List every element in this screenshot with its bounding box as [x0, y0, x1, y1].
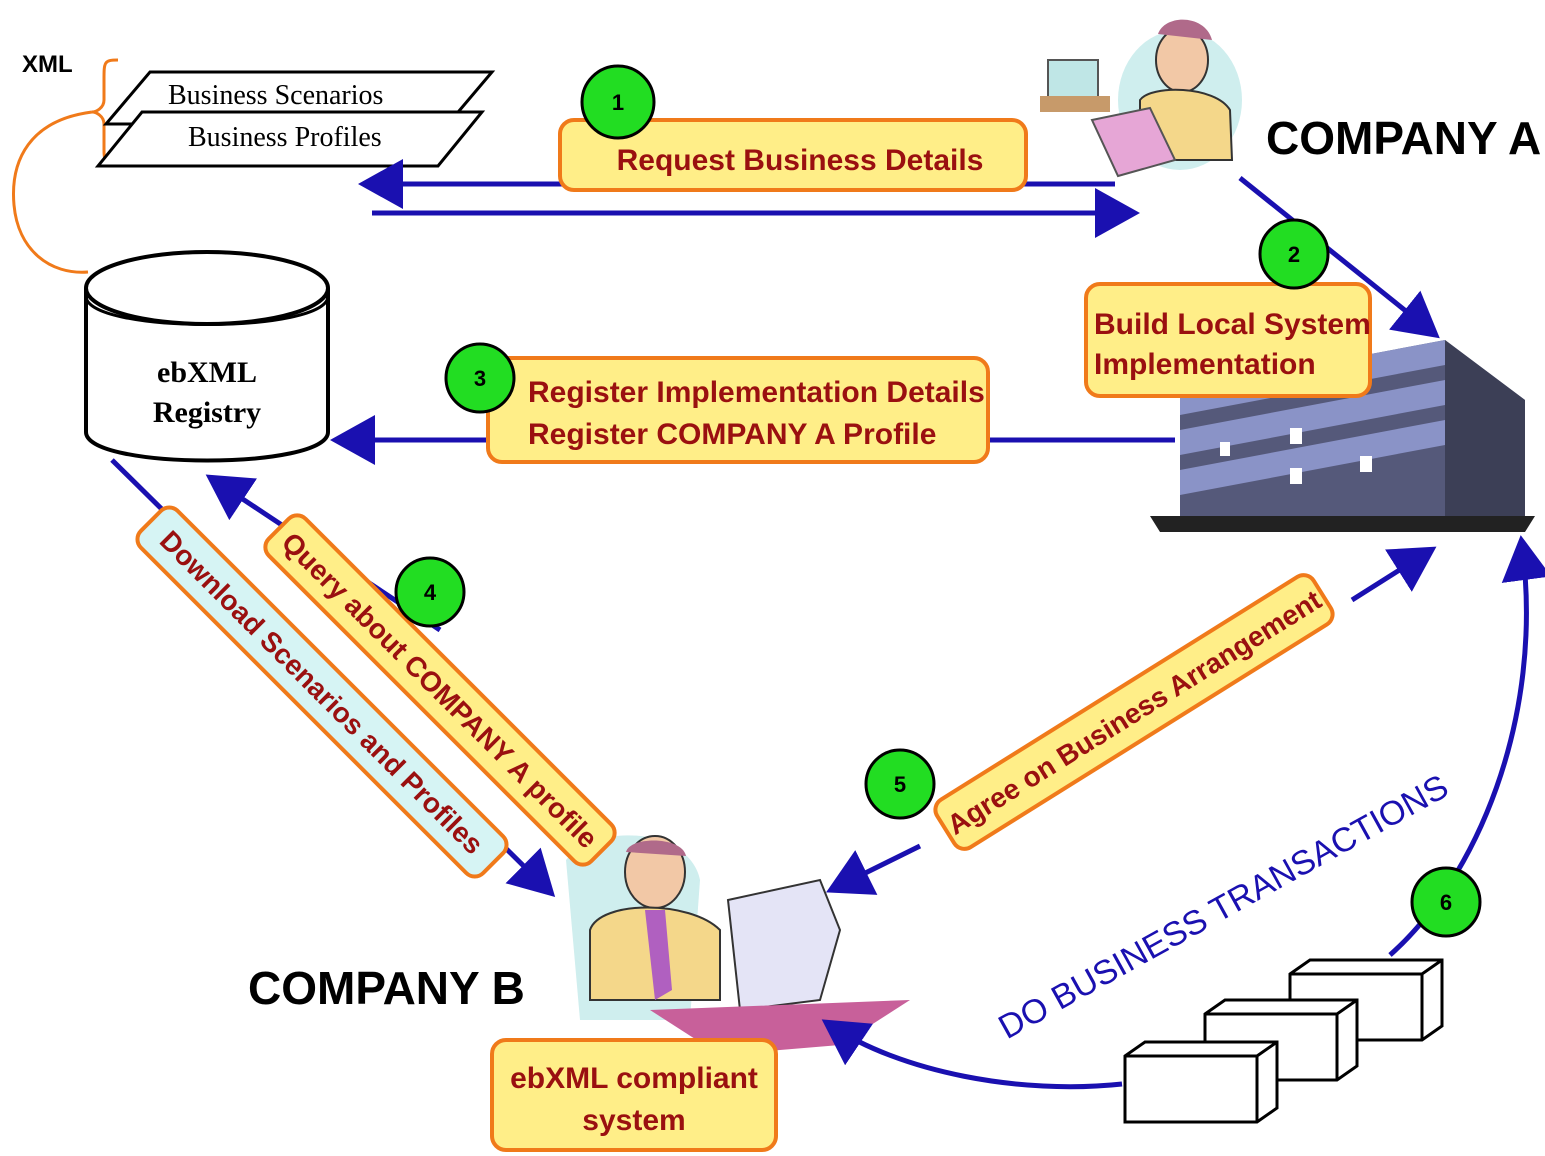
- ebxml-registry-icon: ebXML Registry: [84, 250, 330, 463]
- step5-label: Agree on Business Arrangement: [942, 584, 1327, 841]
- xml-label: XML: [22, 51, 73, 78]
- step3-label-line1: Register Implementation Details: [528, 376, 985, 409]
- registry-label-line1: ebXML: [157, 356, 257, 389]
- company-a-person-icon: [1040, 19, 1242, 178]
- server-boxes-icon: [1123, 958, 1444, 1124]
- business-documents: Business Scenarios Business Profiles: [94, 70, 496, 168]
- step4-number: 4: [424, 580, 437, 605]
- step5-number: 5: [894, 772, 906, 797]
- step3-label-line2: Register COMPANY A Profile: [528, 418, 936, 451]
- compliant-system-box: ebXML compliant system: [490, 1038, 778, 1152]
- company-b-label: COMPANY B: [248, 962, 525, 1014]
- step1-label-box: Request Business Details: [558, 118, 1028, 192]
- step3-bubble: 3: [444, 342, 516, 414]
- step5-label-box: Agree on Business Arrangement: [933, 573, 1335, 851]
- step4-bubble: 4: [394, 556, 466, 628]
- step1-bubble: 1: [580, 64, 656, 140]
- step3-number: 3: [474, 366, 486, 391]
- step1-number: 1: [612, 90, 624, 115]
- arrow-agree-to-company-b: [826, 843, 922, 895]
- step5-bubble: 5: [864, 748, 936, 820]
- compliant-line1: ebXML compliant: [510, 1062, 758, 1095]
- business-scenarios-label: Business Scenarios: [168, 80, 383, 111]
- business-profiles-label: Business Profiles: [188, 122, 382, 153]
- step2-number: 2: [1288, 242, 1300, 267]
- compliant-line2: system: [582, 1104, 685, 1137]
- arrow-to-building: [1238, 176, 1440, 339]
- arrow-agree-to-building: [1350, 546, 1437, 603]
- step1-label: Request Business Details: [617, 144, 984, 177]
- step3-label-box: Register Implementation Details Register…: [486, 356, 990, 464]
- company-b-person-icon: [566, 835, 910, 1055]
- step2-bubble: 2: [1258, 218, 1330, 290]
- step2-label-line1: Build Local System: [1094, 308, 1371, 341]
- step6-number: 6: [1440, 890, 1452, 915]
- registry-label-line2: Registry: [153, 396, 261, 429]
- step2-label-box: Build Local System Implementation: [1084, 282, 1372, 398]
- arrow-transactions-to-company-b: [821, 1019, 1123, 1090]
- step2-label-line2: Implementation: [1094, 348, 1316, 381]
- step6-bubble: 6: [1410, 866, 1482, 938]
- company-a-label: COMPANY A: [1266, 112, 1541, 164]
